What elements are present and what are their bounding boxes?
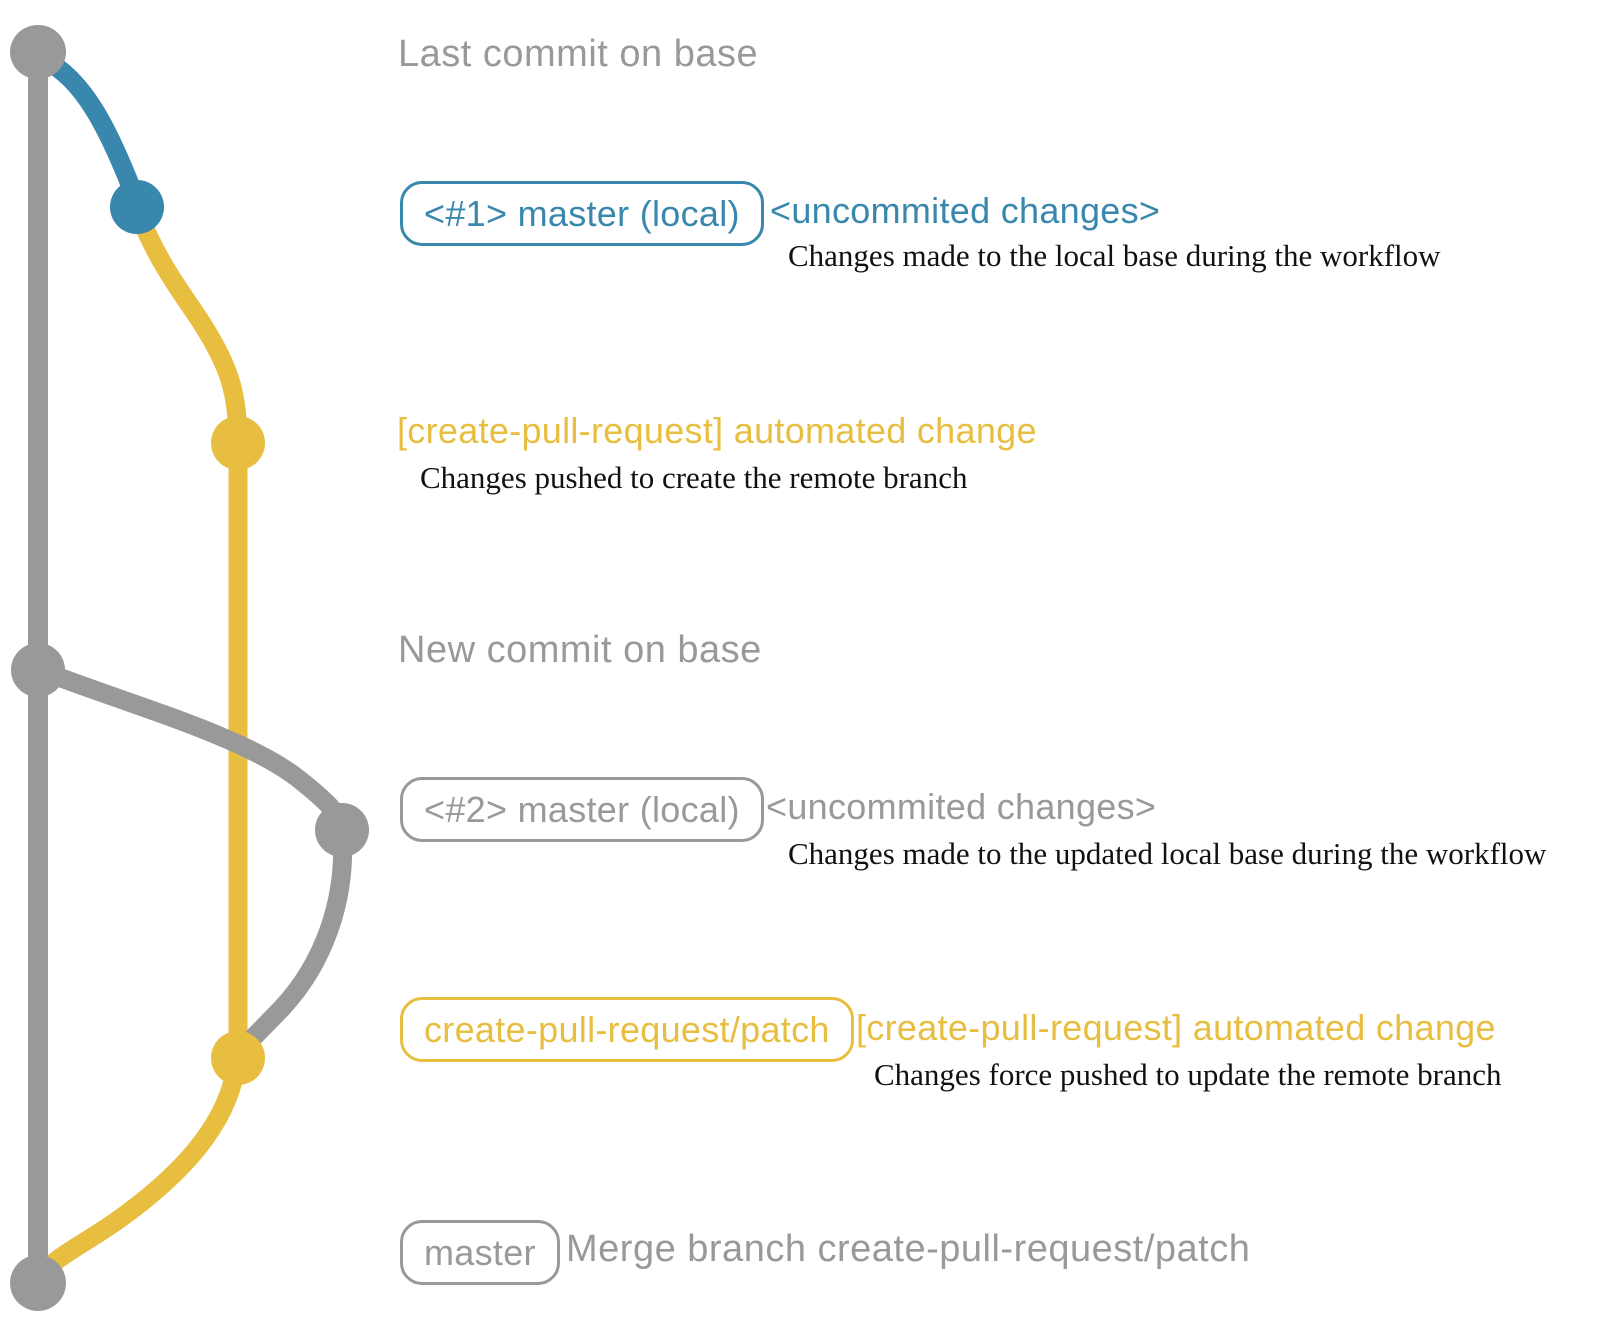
- patch-branch-merge-line: [30, 1050, 247, 1288]
- row5-title: Merge branch create-pull-request/patch: [566, 1228, 1251, 1270]
- last-commit-dot: [10, 25, 66, 79]
- new-commit-label: New commit on base: [398, 629, 762, 671]
- row3-badge: <#2> master (local): [400, 777, 764, 843]
- row2-title: [create-pull-request] automated change: [397, 410, 1037, 451]
- row1-title: <uncommited changes>: [770, 190, 1161, 231]
- local-branch-2-upper-line: [30, 660, 353, 838]
- patch-commit-1-dot: [211, 416, 265, 470]
- master-local-1-badge: <#1> master (local): [400, 181, 764, 247]
- new-commit-dot: [11, 643, 65, 697]
- patch-commit-2-dot: [211, 1031, 265, 1085]
- merge-commit-dot: [10, 1255, 66, 1311]
- local-branch-1-line: [32, 48, 147, 212]
- master-badge: master: [400, 1220, 560, 1286]
- local-commit-2-dot: [315, 803, 369, 857]
- row1-badge: <#1> master (local): [400, 181, 764, 247]
- master-local-2-badge: <#2> master (local): [400, 777, 764, 843]
- row1-desc: Changes made to the local base during th…: [788, 238, 1441, 273]
- local-commit-1-dot: [110, 180, 164, 234]
- local-branch-2-lower-line: [230, 822, 353, 1062]
- row2-desc: Changes pushed to create the remote bran…: [420, 460, 968, 495]
- git-graph: [10, 25, 369, 1311]
- patch-branch-upper-line: [127, 200, 248, 453]
- row3-title: <uncommited changes>: [766, 786, 1157, 827]
- row3-desc: Changes made to the updated local base d…: [788, 836, 1547, 871]
- last-commit-label: Last commit on base: [398, 33, 759, 75]
- patch-branch-badge: create-pull-request/patch: [400, 997, 854, 1063]
- row4-desc: Changes force pushed to update the remot…: [874, 1057, 1502, 1092]
- row5-badge: master: [400, 1220, 560, 1286]
- row4-badge: create-pull-request/patch: [400, 997, 854, 1063]
- row4-title: [create-pull-request] automated change: [856, 1007, 1496, 1048]
